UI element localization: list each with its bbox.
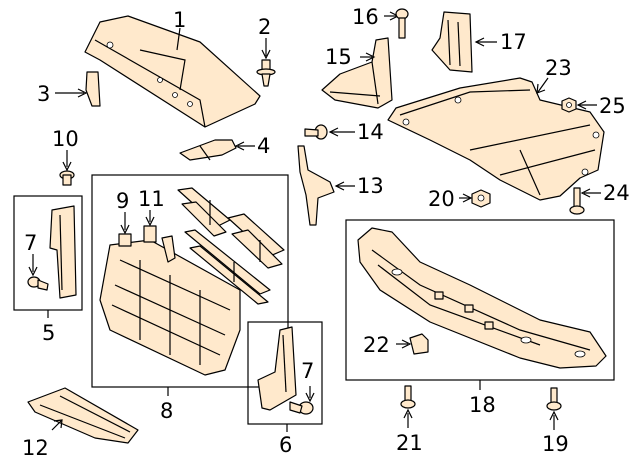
callout-17: 17 xyxy=(500,30,527,54)
part-1-radiator-cover xyxy=(84,15,261,128)
callout-11: 11 xyxy=(138,187,165,211)
part-10-bolt xyxy=(59,150,75,186)
part-11-clip xyxy=(143,210,176,263)
part-14-screw xyxy=(304,124,355,140)
group-box-6 xyxy=(247,321,323,425)
callout-7a: 7 xyxy=(24,231,37,255)
part-12-lower-shield xyxy=(27,387,139,444)
part-21-bolt xyxy=(400,385,416,428)
part-22-clip xyxy=(396,333,429,355)
part-23-splash-shield xyxy=(387,77,605,201)
callout-21: 21 xyxy=(396,431,423,455)
callout-1: 1 xyxy=(173,8,186,32)
callout-10: 10 xyxy=(52,127,79,151)
part-16-bolt xyxy=(384,8,409,39)
callout-9: 9 xyxy=(116,189,129,213)
callout-18: 18 xyxy=(469,393,496,417)
part-6-deflector xyxy=(257,326,297,411)
part-18-air-deflector xyxy=(357,227,607,369)
callout-16: 16 xyxy=(352,5,379,29)
part-7-screw-a xyxy=(27,254,49,291)
part-24-bolt xyxy=(569,187,601,215)
callout-14: 14 xyxy=(357,120,384,144)
part-2-push-clip xyxy=(256,38,276,87)
part-20-nut xyxy=(459,189,491,208)
callout-7b: 7 xyxy=(301,359,314,383)
part-8-shutter-blades xyxy=(177,187,285,305)
part-7-screw-b xyxy=(289,386,315,415)
part-9-clip xyxy=(118,212,132,247)
callout-22: 22 xyxy=(363,333,390,357)
part-8-grille-frame xyxy=(99,239,241,376)
part-13-bracket xyxy=(297,145,355,226)
part-15-air-guide xyxy=(321,37,393,109)
callout-3: 3 xyxy=(37,82,50,106)
part-17-air-guide xyxy=(431,11,497,73)
part-3-bracket xyxy=(55,71,101,107)
part-25-nut xyxy=(561,97,597,113)
part-19-bolt xyxy=(546,387,562,430)
callout-8: 8 xyxy=(160,399,173,423)
part-5-deflector xyxy=(49,205,77,299)
callout-19: 19 xyxy=(542,432,569,456)
group-box-8 xyxy=(91,174,289,388)
callout-23: 23 xyxy=(545,56,572,80)
callout-4: 4 xyxy=(257,134,270,158)
callout-2: 2 xyxy=(258,15,271,39)
callout-12: 12 xyxy=(22,436,49,460)
callout-24: 24 xyxy=(603,181,630,205)
callout-13: 13 xyxy=(357,174,384,198)
callout-25: 25 xyxy=(599,94,626,118)
callout-15: 15 xyxy=(325,45,352,69)
callout-5: 5 xyxy=(42,321,55,345)
part-4-bracket xyxy=(179,139,255,161)
callout-20: 20 xyxy=(428,187,455,211)
callout-6: 6 xyxy=(279,433,292,457)
